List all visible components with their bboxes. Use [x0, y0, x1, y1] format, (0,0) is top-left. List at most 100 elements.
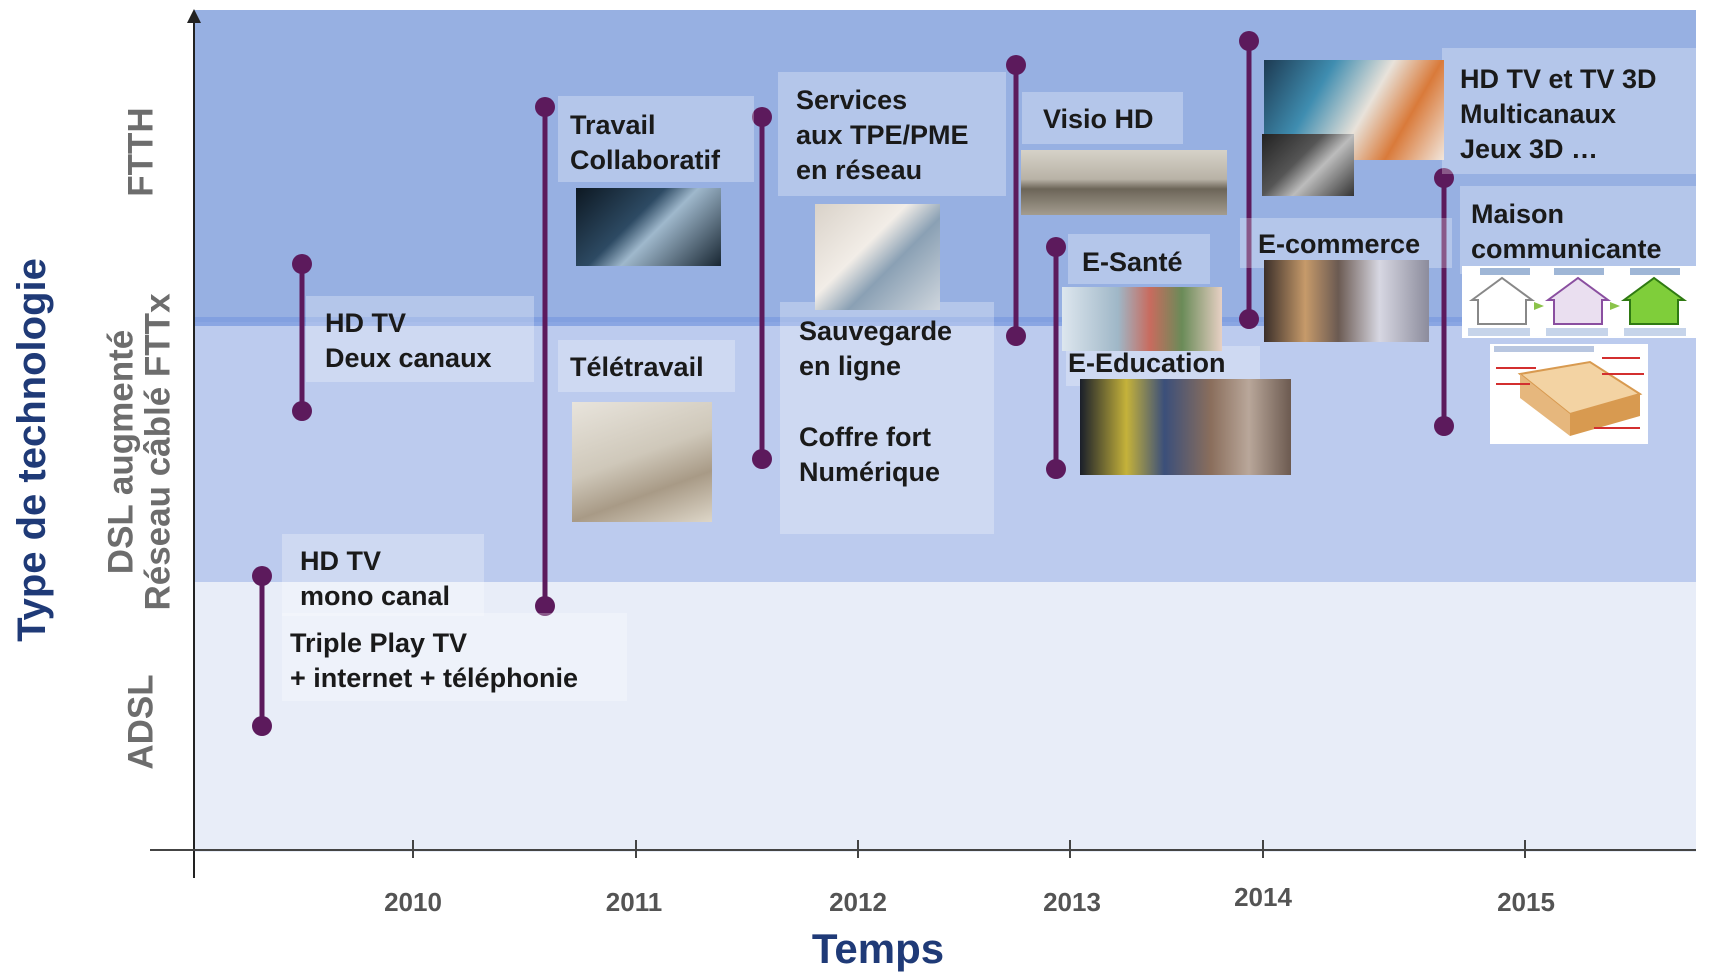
photo-ehealth: [1062, 287, 1222, 351]
y-axis-title: Type de technologie: [10, 258, 54, 642]
service-text: Numérique: [799, 457, 941, 487]
service-text: Télétravail: [570, 352, 704, 382]
service-bar: [752, 107, 772, 469]
service-bar: [535, 97, 555, 616]
service-bar-endpoint: [292, 401, 312, 421]
x-ticks: [412, 840, 1526, 858]
service-text: mono canal: [300, 581, 451, 611]
service-label-triple-play: Triple Play TV + internet + téléphonie: [290, 626, 578, 696]
service-bar-endpoint: [1434, 168, 1454, 188]
service-label-ecommerce: E-commerce: [1258, 227, 1420, 262]
service-text: en réseau: [796, 155, 923, 185]
label-box: [558, 96, 754, 182]
label-box: [780, 302, 994, 534]
service-bars: [252, 31, 1454, 736]
photo-3d-games: [1262, 134, 1354, 196]
label-box: [1068, 234, 1210, 284]
service-bar: [252, 566, 272, 736]
tier-line: Réseau câblé FTTx: [138, 293, 177, 611]
photo-collaborative-work: [576, 188, 721, 266]
service-bar-endpoint: [252, 716, 272, 736]
service-text: Coffre fort: [799, 422, 931, 452]
year-label: 2013: [1043, 887, 1101, 917]
service-label-esante: E-Santé: [1082, 245, 1183, 280]
label-box: [282, 613, 627, 701]
service-text: Triple Play TV: [290, 628, 468, 658]
photo-teleworking: [572, 402, 712, 522]
service-label-hd-mono: HD TV mono canal: [300, 544, 450, 614]
tier-line: ADSL: [121, 674, 161, 770]
service-label-visio: Visio HD: [1043, 102, 1154, 137]
service-text: en ligne: [799, 351, 902, 381]
service-label-sauvegarde: Sauvegarde en ligne: [799, 314, 952, 384]
service-text: Jeux 3D …: [1460, 134, 1599, 164]
label-box: [558, 340, 735, 392]
label-box: [1460, 186, 1696, 274]
service-bar: [1006, 55, 1026, 346]
tier-line: FTTH: [121, 107, 161, 197]
label-box: [1240, 218, 1452, 268]
service-text: Travail: [570, 110, 656, 140]
tier-label-dsl: DSL augmenté Réseau câblé FTTx: [101, 293, 177, 611]
label-box: [306, 296, 534, 382]
year-label: 2015: [1497, 887, 1555, 917]
service-text: Multicanaux: [1460, 99, 1617, 129]
tier-label-ftth: FTTH: [121, 107, 161, 197]
service-bar-endpoint: [1006, 55, 1026, 75]
service-text: HD TV: [300, 546, 381, 576]
service-bar: [1046, 237, 1066, 479]
service-bar-endpoint: [252, 566, 272, 586]
service-bar-endpoint: [1434, 416, 1454, 436]
service-text: Services: [796, 85, 908, 115]
service-label-eeducation: E-Education: [1068, 346, 1226, 381]
service-label-maison: Maison communicante: [1471, 197, 1662, 267]
service-label-coffre: Coffre fort Numérique: [799, 420, 940, 490]
service-label-teletravail: Télétravail: [570, 350, 704, 385]
label-box: [282, 534, 484, 616]
service-bar-endpoint: [1046, 459, 1066, 479]
service-text: Visio HD: [1043, 104, 1154, 134]
year-label: 2010: [384, 887, 442, 917]
service-bar-endpoint: [1239, 31, 1259, 51]
service-bar-endpoint: [292, 254, 312, 274]
service-text: communicante: [1471, 234, 1662, 264]
service-text: Maison: [1471, 199, 1565, 229]
year-label: 2012: [829, 887, 887, 917]
service-bar-endpoint: [535, 596, 555, 616]
service-bar: [292, 254, 312, 421]
service-text: Sauvegarde: [799, 316, 953, 346]
service-bar-endpoint: [1006, 326, 1026, 346]
y-axis-arrow: [187, 9, 201, 23]
x-axis-title: Temps: [811, 925, 945, 972]
service-bar-endpoint: [752, 449, 772, 469]
service-text: + internet + téléphonie: [290, 663, 579, 693]
adsl-band: [194, 582, 1696, 852]
label-box: [1442, 48, 1696, 174]
service-bar-endpoint: [1046, 237, 1066, 257]
service-text: aux TPE/PME: [796, 120, 969, 150]
service-bar-endpoint: [752, 107, 772, 127]
service-text: HD TV et TV 3D: [1460, 64, 1657, 94]
service-text: E-Santé: [1082, 247, 1183, 277]
band-divider: [194, 317, 1696, 326]
photo-office-computer: [815, 204, 940, 310]
service-bar-endpoint: [1239, 309, 1259, 329]
label-box: [778, 72, 1006, 196]
service-text: E-Education: [1068, 348, 1226, 378]
photo-eeducation: [1080, 379, 1291, 475]
service-bar: [1434, 168, 1454, 436]
service-label-services-tpe: Services aux TPE/PME en réseau: [796, 83, 969, 188]
photo-videoconference: [1021, 150, 1227, 215]
diagram-smart-home: [1462, 266, 1696, 338]
tier-line: DSL augmenté: [101, 329, 141, 575]
service-text: Collaboratif: [570, 145, 721, 175]
service-text: E-commerce: [1258, 229, 1421, 259]
service-bar-endpoint: [535, 97, 555, 117]
service-text: Deux canaux: [325, 343, 492, 373]
service-label-hd-deux: HD TV Deux canaux: [325, 306, 492, 376]
tier-label-adsl: ADSL: [121, 674, 161, 770]
service-label-travail: Travail Collaboratif: [570, 108, 720, 178]
year-label: 2011: [605, 887, 663, 917]
service-text: HD TV: [325, 308, 406, 338]
